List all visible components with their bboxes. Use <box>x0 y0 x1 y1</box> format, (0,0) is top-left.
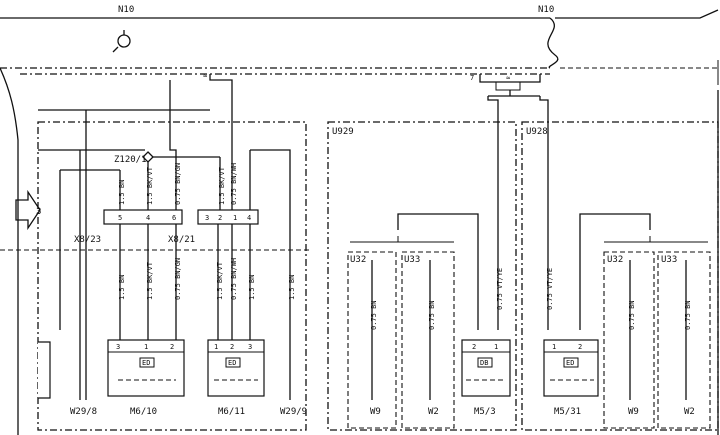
label-w29-8: W29/8 <box>70 407 97 417</box>
label-m5-3: M5/3 <box>474 407 496 417</box>
svg-text:DB: DB <box>480 359 488 367</box>
label-w2-a: W2 <box>428 407 439 417</box>
wire-label: 1.5 BN <box>248 275 256 300</box>
wire-label: 0.75 BN <box>370 300 378 330</box>
label-w9-a: W9 <box>370 407 381 417</box>
u928-internal <box>579 213 711 429</box>
label-variant-u33-a: U33 <box>404 255 420 265</box>
label-u929: U929 <box>332 127 354 137</box>
arrow-ref-icon <box>15 189 41 231</box>
wire-label: 0.75 BN <box>428 300 436 330</box>
wire-label: 1.5 BN <box>118 275 126 300</box>
svg-text:4: 4 <box>247 214 251 222</box>
svg-text:≈: ≈ <box>506 74 510 82</box>
svg-text:4: 4 <box>146 214 150 222</box>
label-w9-b: W9 <box>628 407 639 417</box>
label-m6-11: M6/11 <box>218 407 245 417</box>
svg-text:5: 5 <box>118 214 122 222</box>
svg-text:2: 2 <box>170 343 174 351</box>
connector-x8-21: 3 2 1 4 <box>197 209 259 225</box>
wire-label-vt-ye-1: 0.75 VT/YE <box>496 268 504 310</box>
lower-left-wires <box>79 110 291 400</box>
wire-label-vt-ye-2: 0.75 VT/YE <box>546 268 554 310</box>
ground-symbol-icon <box>112 30 131 53</box>
label-w2-b: W2 <box>684 407 695 417</box>
arrow-ref-label: 3 <box>36 207 41 217</box>
label-variant-u32-b: U32 <box>607 255 623 265</box>
label-n10-right: N10 <box>538 5 554 15</box>
svg-text:3: 3 <box>116 343 120 351</box>
lower-wire-labels: 1.5 BN 1.5 BK/VT 0.75 BN/GN 1.5 BK/VT 0.… <box>118 258 296 300</box>
partial-component-left <box>38 341 51 399</box>
label-u928: U928 <box>526 127 548 137</box>
wire-label: 1.5 BK/VT <box>146 261 154 300</box>
label-w29-9: W29/9 <box>280 407 307 417</box>
motor-m5-31: 1 2 ED <box>543 339 599 397</box>
left-border-line <box>0 67 19 435</box>
upper-wire-labels: 1.5 BN 1.5 BK/VT 0.75 BN/GN 1.5 BK/VT 0.… <box>118 163 238 205</box>
svg-text:1: 1 <box>552 343 556 351</box>
u929-internal <box>347 213 479 429</box>
svg-text:3: 3 <box>205 214 209 222</box>
left-section-frame <box>37 121 307 431</box>
svg-text:3: 3 <box>248 343 252 351</box>
svg-text:ED: ED <box>566 359 574 367</box>
svg-text:1: 1 <box>214 343 218 351</box>
wire-label: 1.5 BN <box>288 275 296 300</box>
wire-label: 1.5 BK/VT <box>218 166 226 205</box>
label-m5-31: M5/31 <box>554 407 581 417</box>
wire-label: 1.5 BN <box>118 180 126 205</box>
wire-label: 1.5 BK/VT <box>146 166 154 205</box>
svg-text:≈: ≈ <box>203 72 207 80</box>
label-variant-u33-b: U33 <box>661 255 677 265</box>
svg-text:2: 2 <box>230 343 234 351</box>
label-splice: Z120/1 <box>114 155 147 165</box>
svg-text:2: 2 <box>578 343 582 351</box>
label-x8-21: X8/21 <box>168 235 195 245</box>
upper-right-connector: 7 ≈ <box>470 74 549 330</box>
motor-m6-10: 3 1 2 ED <box>107 339 185 397</box>
svg-text:7: 7 <box>470 74 474 82</box>
label-n10-left: N10 <box>118 5 134 15</box>
label-x8-23: X8/23 <box>74 235 101 245</box>
n10-to-x8-21-wires: ≈ <box>169 72 233 210</box>
svg-text:2: 2 <box>472 343 476 351</box>
wire-label: 0.75 BN/GN <box>174 163 182 205</box>
label-m6-10: M6/10 <box>130 407 157 417</box>
wire-label: 1.5 BK/VT <box>216 261 224 300</box>
wire-label: 0.75 BN <box>684 300 692 330</box>
upper-feed-wires <box>38 109 210 330</box>
motor-m5-3: 2 1 DB <box>461 339 511 397</box>
svg-text:1: 1 <box>144 343 148 351</box>
motor-m6-11: 1 2 3 ED <box>207 339 265 397</box>
wire-label: 0.75 BN/GN <box>174 258 182 300</box>
svg-text:1: 1 <box>233 214 237 222</box>
svg-text:ED: ED <box>142 359 150 367</box>
svg-text:1: 1 <box>494 343 498 351</box>
label-variant-u32-a: U32 <box>350 255 366 265</box>
module-n10-bar <box>0 9 720 85</box>
svg-text:ED: ED <box>228 359 236 367</box>
wire-label: 0.75 BN/WH <box>230 258 238 300</box>
wire-label: 0.75 BN <box>628 300 636 330</box>
splice-z120-1 <box>142 151 221 210</box>
svg-text:6: 6 <box>172 214 176 222</box>
svg-text:2: 2 <box>218 214 222 222</box>
wire-label: 0.75 BN/WH <box>230 163 238 205</box>
frame-u929 <box>327 121 517 431</box>
connector-x8-23: 5 4 6 <box>103 209 183 225</box>
